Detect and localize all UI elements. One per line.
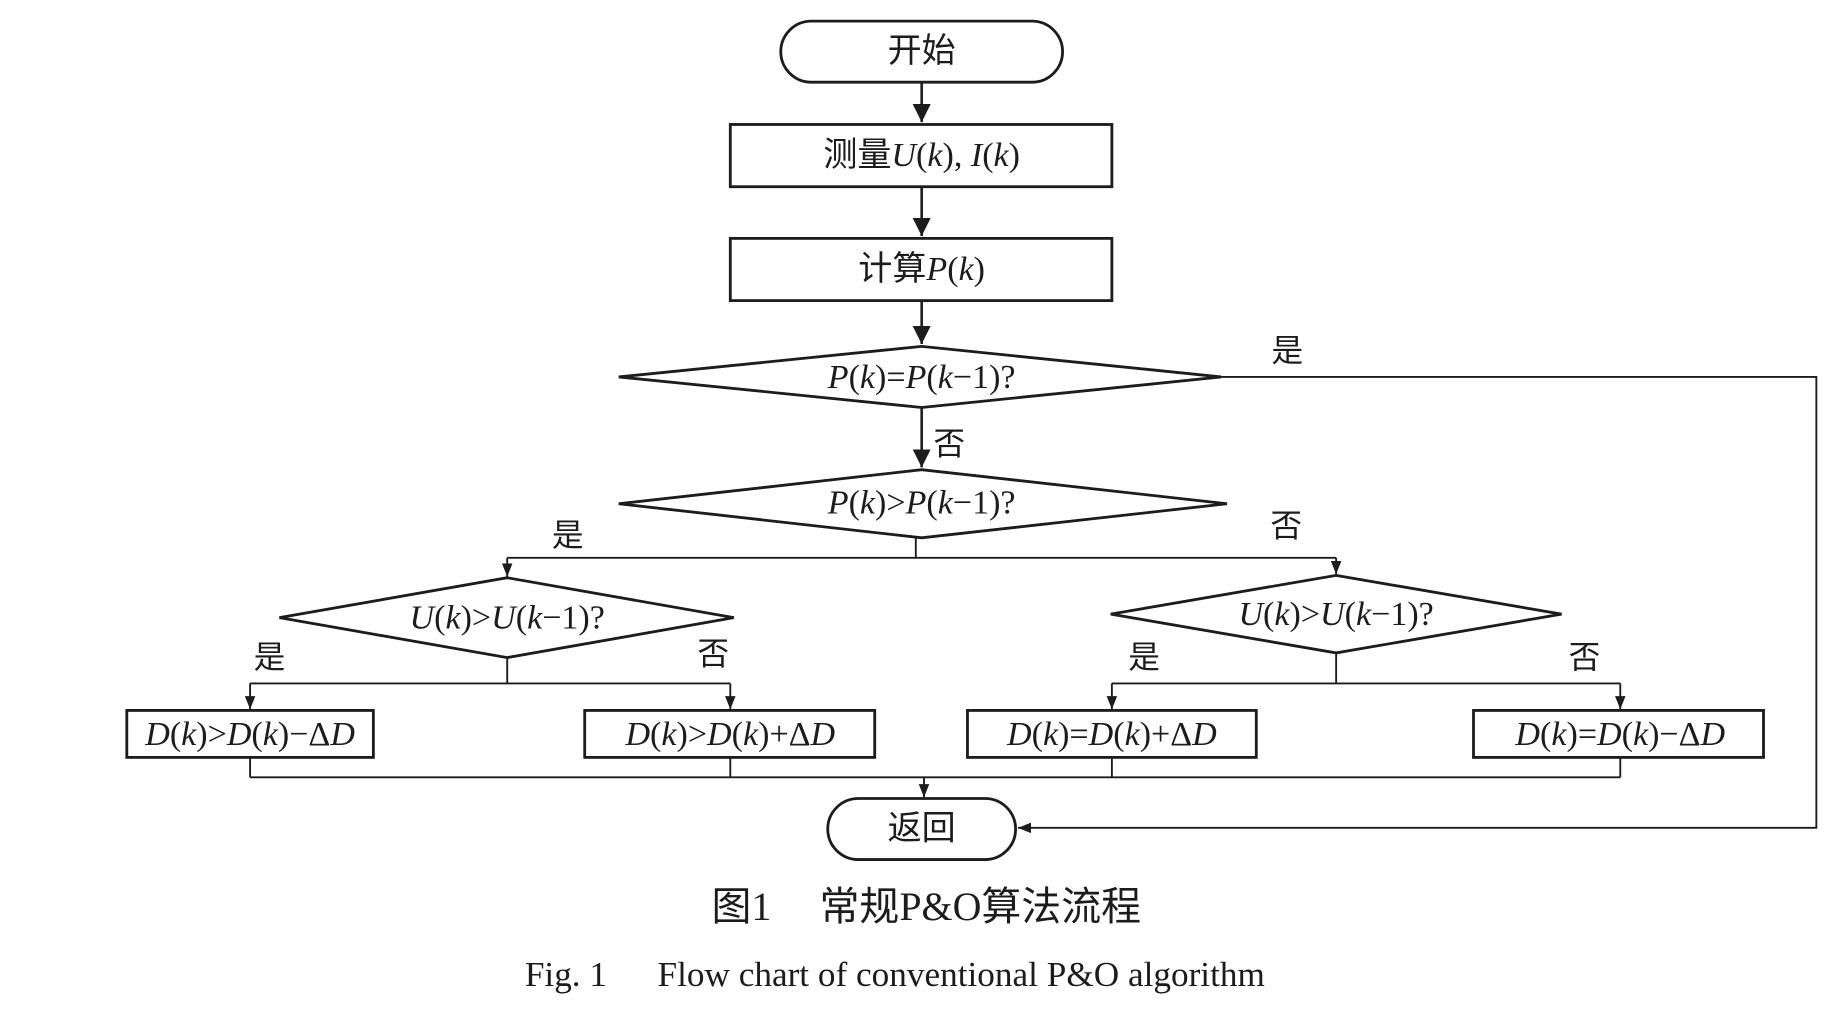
return-label: 返回 <box>888 811 956 848</box>
action-4-label: D(k)=D(k)−ΔD <box>1514 715 1725 752</box>
decision-u-right: U(k)>U(k−1)? <box>1110 573 1562 655</box>
decision-u-left-yes-label: 是 <box>254 640 286 675</box>
caption-en-label: Fig. 1 <box>525 955 607 994</box>
decision-u-left-no-label: 否 <box>697 637 729 672</box>
action-box-4: D(k)=D(k)−ΔD <box>1472 709 1765 759</box>
measure-label: 测量U(k), I(k) <box>823 137 1020 174</box>
decision-u-right-yes-label: 是 <box>1128 640 1160 675</box>
action-box-1: D(k)>D(k)−ΔD <box>125 709 375 759</box>
action-box-1-shape <box>125 709 375 759</box>
compute-label: 计算P(k) <box>858 249 985 287</box>
decision-greater-yes-label: 是 <box>552 518 584 553</box>
action-2-label: D(k)>D(k)+ΔD <box>624 715 835 752</box>
decision-equal: P(k)=P(k−1)? <box>618 344 1222 409</box>
decision-u-right-label: U(k)>U(k−1)? <box>1238 596 1433 633</box>
action-box-2: D(k)>D(k)+ΔD <box>583 709 877 759</box>
caption-cn-title: 常规P&O算法流程 <box>820 884 1141 929</box>
action-1-label: D(k)>D(k)−ΔD <box>144 715 355 752</box>
decision-equal-no-label: 否 <box>933 426 965 461</box>
start-terminal: 开始 <box>779 19 1064 84</box>
caption-cn-label: 图1 <box>712 884 772 929</box>
action-box-3-shape <box>966 709 1258 759</box>
return-terminal-shape <box>826 797 1018 861</box>
measure-box: 测量U(k), I(k) <box>728 123 1114 189</box>
decision-equal-label: P(k)=P(k−1)? <box>827 358 1016 395</box>
connector-equal-yes-to-return <box>1017 375 1818 834</box>
decision-u-left-shape <box>279 576 735 660</box>
decision-equal-yes-label: 是 <box>1272 334 1304 369</box>
start-label: 开始 <box>888 32 956 70</box>
decision-u-right-shape <box>1110 573 1562 655</box>
action-box-4-shape <box>1472 709 1765 759</box>
decision-u-left-label: U(k)>U(k−1)? <box>410 599 605 636</box>
action-3-label: D(k)=D(k)+ΔD <box>1006 715 1217 752</box>
decision-greater-shape <box>618 468 1228 540</box>
decision-greater-no-label: 否 <box>1270 509 1302 544</box>
decision-greater-label: P(k)>P(k−1)? <box>827 484 1016 521</box>
return-terminal: 返回 <box>826 797 1018 861</box>
caption-en-title: Flow chart of conventional P&O algorithm <box>658 955 1265 994</box>
action-box-3: D(k)=D(k)+ΔD <box>966 709 1258 759</box>
decision-u-right-no-label: 否 <box>1569 640 1601 675</box>
measure-box-shape <box>728 123 1114 189</box>
decision-u-left: U(k)>U(k−1)? <box>279 576 735 660</box>
compute-box: 计算P(k) <box>728 236 1114 303</box>
decision-greater: P(k)>P(k−1)? <box>618 468 1228 540</box>
